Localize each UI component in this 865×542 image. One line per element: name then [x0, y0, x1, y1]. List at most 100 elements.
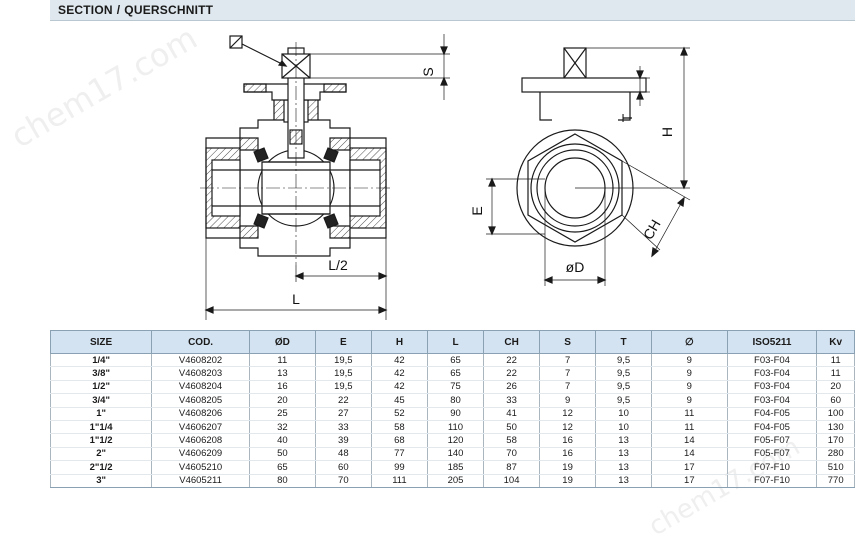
- table-cell: 11: [651, 420, 728, 435]
- table-cell: 19: [539, 460, 597, 475]
- table-cell: 9: [539, 393, 597, 408]
- table-cell: 170: [816, 433, 855, 448]
- table-cell: 110: [426, 420, 485, 435]
- table-cell: 77: [370, 447, 428, 462]
- table-cell: 50: [483, 420, 541, 435]
- table-cell: 22: [483, 353, 541, 368]
- table-cell: F03-F04: [726, 380, 818, 395]
- col-header: T: [595, 330, 653, 354]
- table-cell: 13: [595, 433, 653, 448]
- table-cell: 13: [595, 447, 653, 462]
- table-cell: V4608206: [151, 407, 250, 421]
- col-header: H: [370, 330, 428, 354]
- table-cell: 75: [426, 380, 485, 395]
- table-cell: 11: [816, 353, 855, 368]
- table-cell: 42: [370, 353, 428, 368]
- table-cell: 12: [539, 420, 597, 435]
- table-cell: F05-F07: [726, 447, 818, 462]
- table-cell: 33: [314, 420, 372, 435]
- table-cell: 9,5: [595, 366, 653, 381]
- table-cell: 33: [483, 393, 541, 408]
- size-cell: 1"1/4: [49, 420, 153, 435]
- table-cell: 9: [651, 393, 728, 408]
- table-cell: 32: [248, 420, 316, 435]
- dim-label-l-half: L/2: [328, 257, 348, 273]
- end-view: [486, 46, 691, 286]
- table-cell: 14: [651, 433, 728, 448]
- table-cell: 11: [651, 407, 728, 421]
- table-header-row: SIZE COD. ØD E H L CH S T ∅ ISO5211 Kv: [49, 330, 855, 354]
- table-cell: 11: [248, 353, 316, 368]
- table-cell: V4608203: [151, 366, 250, 381]
- dimensions-table: SIZE COD. ØD E H L CH S T ∅ ISO5211 Kv 1…: [49, 330, 855, 488]
- table-cell: 16: [248, 380, 316, 395]
- table-cell: 120: [426, 433, 485, 448]
- section-title-sub: QUERSCHNITT: [124, 3, 214, 17]
- table-cell: V4605210: [151, 460, 250, 475]
- table-cell: 9: [651, 353, 728, 368]
- table-cell: F03-F04: [726, 366, 818, 381]
- col-header: COD.: [151, 330, 250, 354]
- table-cell: 10: [595, 407, 653, 421]
- table-cell: 60: [314, 460, 372, 475]
- table-cell: 770: [816, 474, 855, 488]
- table-cell: 70: [483, 447, 541, 462]
- size-cell: 1/2": [49, 380, 153, 395]
- table-cell: 80: [426, 393, 485, 408]
- section-title-main: SECTION: [58, 3, 113, 17]
- dim-label-e: E: [469, 206, 485, 215]
- table-cell: 19: [539, 474, 597, 488]
- table-cell: F04-F05: [726, 407, 818, 421]
- table-cell: F07-F10: [726, 474, 818, 488]
- table-cell: 68: [370, 433, 428, 448]
- col-header: ISO5211: [726, 330, 818, 354]
- table-cell: F03-F04: [726, 353, 818, 368]
- size-cell: 1/4": [49, 353, 153, 368]
- table-cell: V4606207: [151, 420, 250, 435]
- col-header: ØD: [248, 330, 316, 354]
- table-cell: V4608205: [151, 393, 250, 408]
- dim-label-h: H: [659, 127, 675, 137]
- table-cell: 9,5: [595, 353, 653, 368]
- col-header: Kv: [816, 330, 855, 354]
- section-header-bar: [50, 0, 855, 21]
- table-cell: 7: [539, 353, 597, 368]
- table-cell: 19,5: [314, 380, 372, 395]
- table-cell: 22: [483, 366, 541, 381]
- table-cell: 12: [539, 407, 597, 421]
- table-cell: 17: [651, 474, 728, 488]
- table-cell: 16: [539, 447, 597, 462]
- table-cell: V4608202: [151, 353, 250, 368]
- table-cell: 48: [314, 447, 372, 462]
- size-cell: 1": [49, 407, 153, 421]
- table-cell: 58: [370, 420, 428, 435]
- table-cell: 16: [539, 433, 597, 448]
- title-separator: /: [116, 3, 121, 17]
- table-cell: 13: [595, 474, 653, 488]
- table-cell: V4606209: [151, 447, 250, 462]
- table-cell: V4608204: [151, 380, 250, 395]
- table-cell: 80: [248, 474, 316, 488]
- table-cell: F05-F07: [726, 433, 818, 448]
- table-cell: 58: [483, 433, 541, 448]
- table-cell: 45: [370, 393, 428, 408]
- size-cell: 1"1/2: [49, 433, 153, 448]
- size-cell: 2"1/2: [49, 460, 153, 475]
- table-cell: 27: [314, 407, 372, 421]
- table-cell: V4606208: [151, 433, 250, 448]
- table-cell: 19,5: [314, 353, 372, 368]
- table-cell: 87: [483, 460, 541, 475]
- size-cell: 3": [49, 474, 153, 488]
- table-cell: 65: [426, 353, 485, 368]
- table-cell: 13: [248, 366, 316, 381]
